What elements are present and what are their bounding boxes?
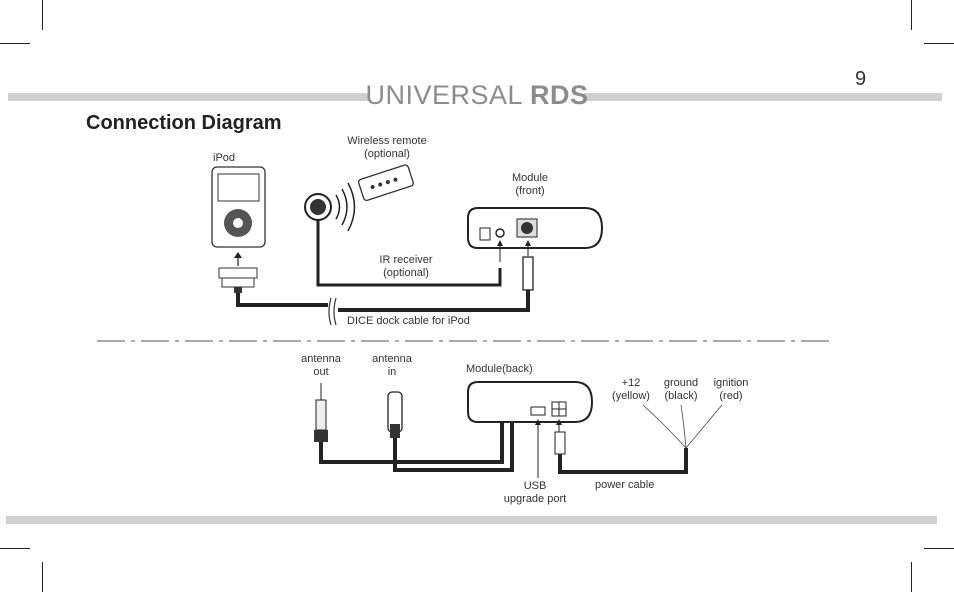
antenna-cable <box>393 398 514 472</box>
module-back-illustration <box>467 381 594 423</box>
ignition-label: ignition (red) <box>713 377 749 402</box>
ipod-illustration <box>211 166 266 248</box>
dock-cable-right <box>338 290 530 312</box>
crop-mark <box>0 43 30 44</box>
power-cable <box>558 448 688 474</box>
power-plug <box>554 431 566 455</box>
remote-icon <box>357 164 414 202</box>
footer-band <box>6 516 937 524</box>
remote-label: Wireless remote (optional) <box>347 135 427 160</box>
dock-cable <box>236 293 328 307</box>
usb-port-label: USB upgrade port <box>503 480 567 505</box>
crop-mark <box>924 548 954 549</box>
arrow-icon <box>234 252 242 266</box>
crop-mark <box>42 0 43 30</box>
ipod-label: iPod <box>213 152 236 164</box>
antenna-in-label: antenna in <box>372 353 412 378</box>
dock-cable-label: DICE dock cable for iPod <box>347 315 470 327</box>
arrow-icon <box>535 419 562 478</box>
section-heading: Connection Diagram <box>86 112 282 134</box>
crop-mark <box>911 0 912 30</box>
crop-mark <box>42 562 43 592</box>
cable-break-icon <box>328 297 337 326</box>
plus12-label: +12 (yellow) <box>612 377 650 402</box>
module-front-label: Module (front) <box>511 172 549 197</box>
module-back-label: Module(back) <box>466 363 533 375</box>
antenna-cable <box>319 398 504 464</box>
brand-bold: RDS <box>530 80 589 110</box>
power-cable-label: power cable <box>595 479 655 491</box>
antenna-out-plug <box>314 383 328 442</box>
arrow-icon <box>497 240 531 262</box>
brand-title: UNIVERSAL RDS <box>0 80 954 111</box>
header-band-left <box>8 93 370 101</box>
module-plug <box>522 256 534 291</box>
header-band-right <box>584 93 942 101</box>
module-front-illustration <box>467 207 604 249</box>
antenna-in-plug <box>387 391 403 438</box>
ir-receiver-label: IR receiver (optional) <box>379 254 433 279</box>
power-wires <box>642 404 723 449</box>
crop-mark <box>924 43 954 44</box>
ir-receiver-icon <box>304 182 502 287</box>
ground-label: ground (black) <box>663 377 699 402</box>
antenna-out-label: antenna out <box>301 353 341 378</box>
page-number: 9 <box>855 68 867 90</box>
dock-connector <box>218 267 258 293</box>
crop-mark <box>911 562 912 592</box>
crop-mark <box>0 548 30 549</box>
brand-light: UNIVERSAL <box>365 80 522 110</box>
